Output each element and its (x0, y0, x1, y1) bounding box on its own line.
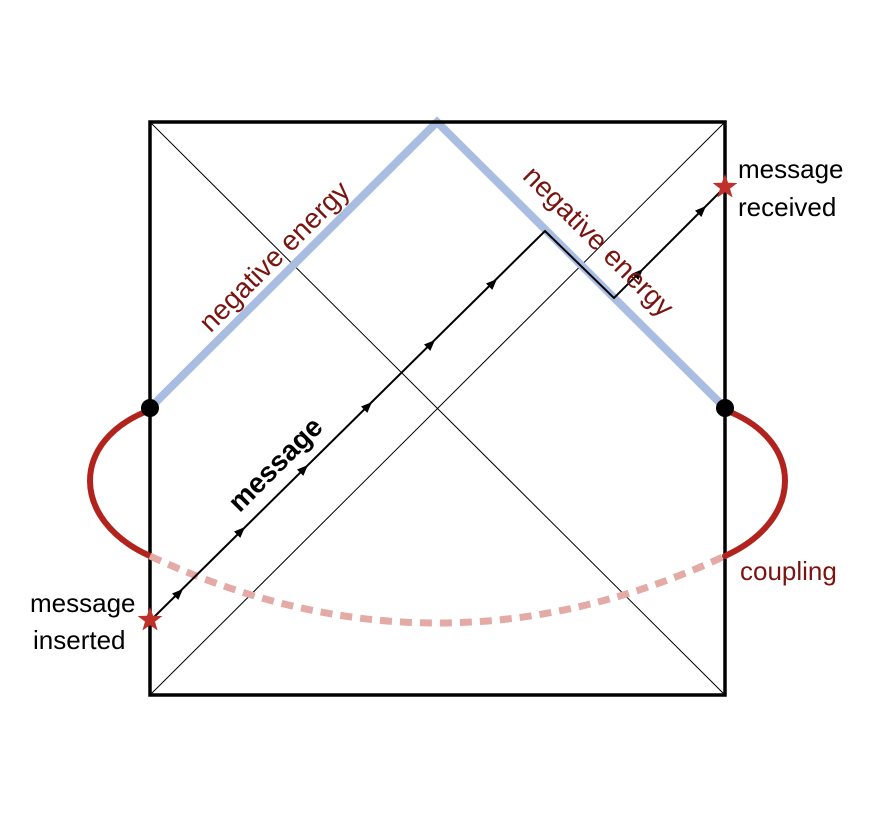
negative-energy-label-right: negative energy (517, 160, 680, 323)
coupling-label: coupling (740, 556, 837, 586)
arrowhead (172, 589, 183, 600)
coupling-curve-left (87, 407, 153, 559)
arrowhead (695, 206, 706, 217)
message-inserted-label-line2: inserted (33, 625, 126, 655)
boundary-dot-right (716, 399, 734, 417)
message-inserted-label-line1: message (30, 588, 136, 618)
arrowhead (424, 340, 435, 351)
arrowhead (361, 402, 372, 413)
coupling-curve-right (722, 407, 788, 559)
diagonal-line-ascending (149, 121, 726, 696)
arrowhead (632, 269, 643, 280)
coupling-dashed-arc (148, 552, 727, 627)
boundary-dot-left (141, 399, 159, 417)
message-inserted-star-icon (137, 607, 163, 631)
message-path (149, 186, 726, 622)
message-received-label-line1: message (738, 154, 844, 184)
arrowhead (486, 279, 497, 290)
message-received-star-icon (712, 174, 738, 198)
arrowhead (234, 527, 245, 538)
message-label: message (222, 411, 329, 518)
message-received-label-line2: received (738, 192, 836, 222)
arrowhead (297, 465, 308, 476)
message-arrowheads (172, 206, 706, 600)
negative-energy-label-left: negative energy (193, 175, 356, 338)
